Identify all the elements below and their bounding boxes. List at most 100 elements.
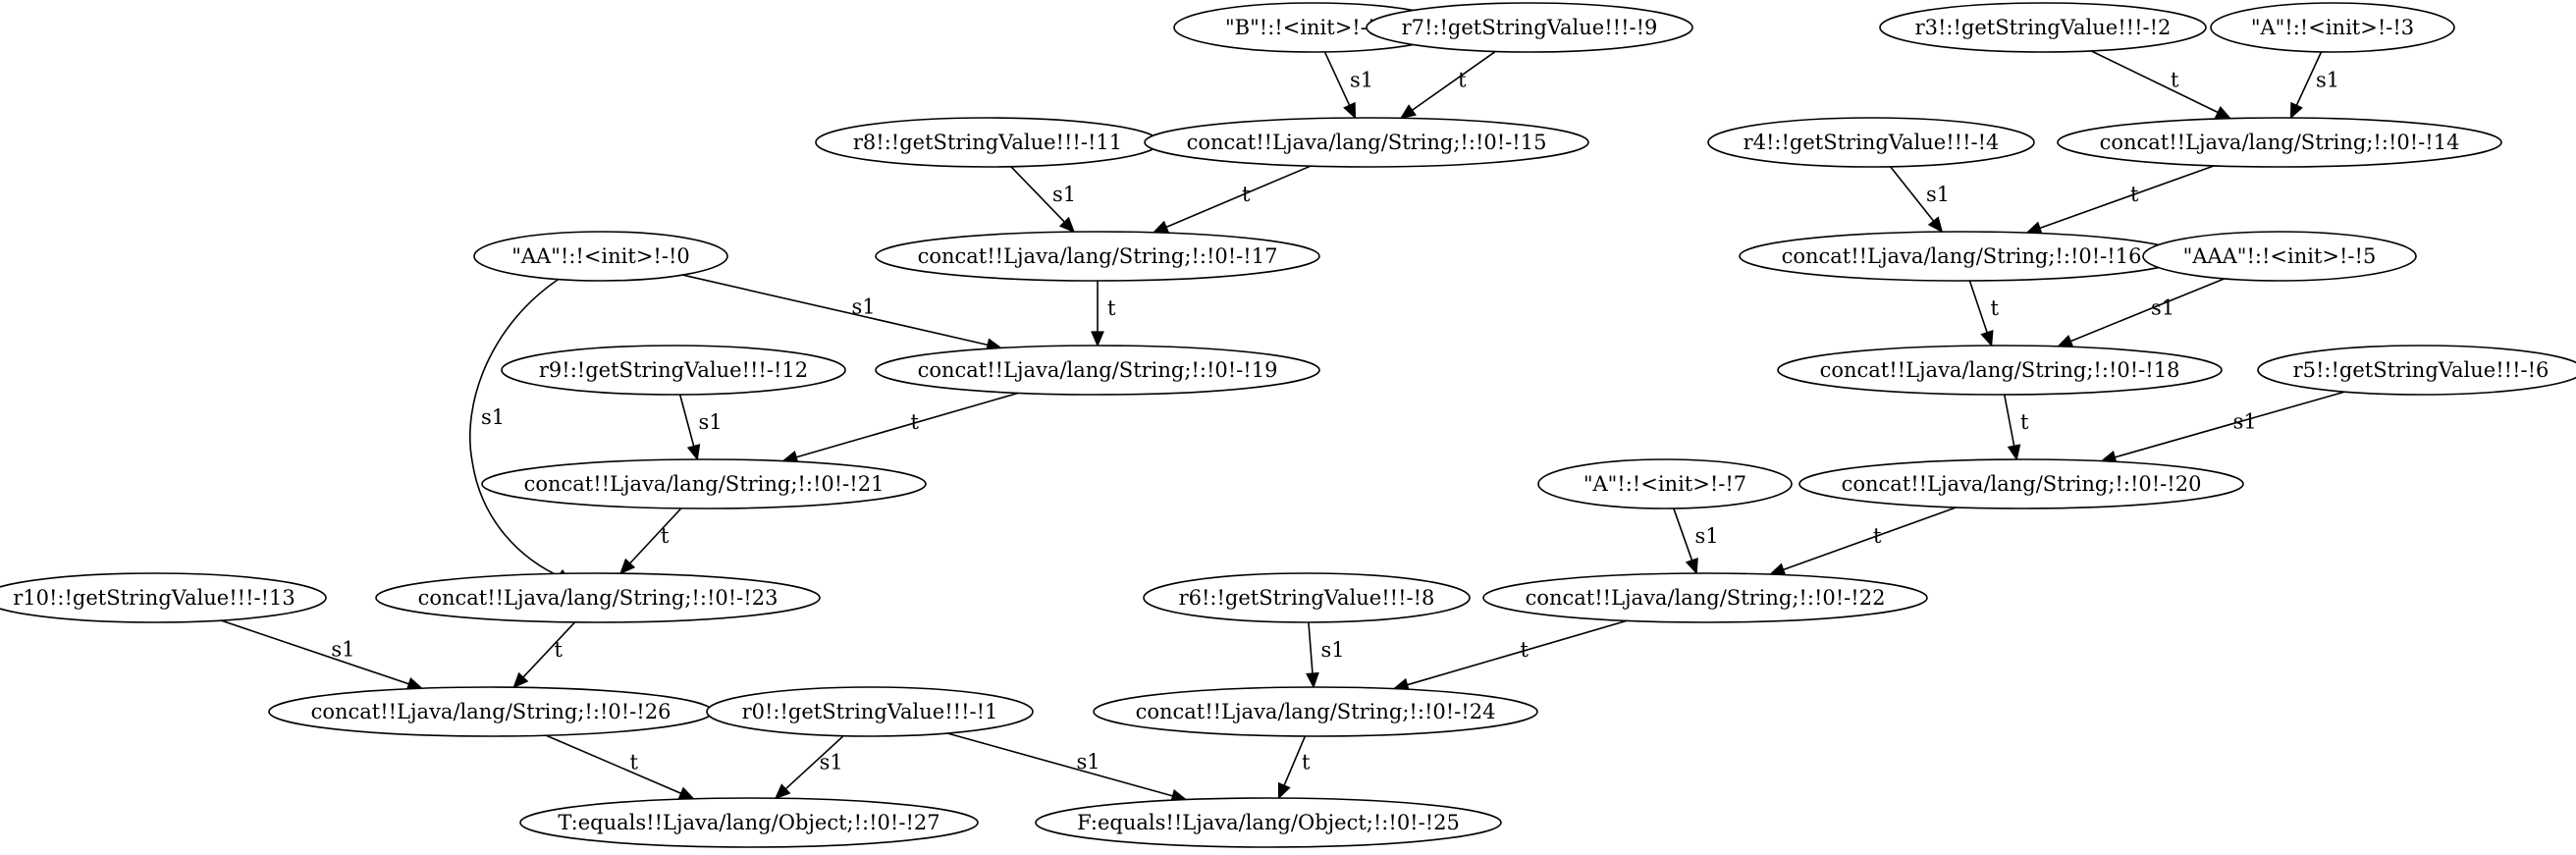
edge-n21-n23: t [619, 508, 682, 575]
node-ellipse [473, 231, 728, 282]
node-label: r3!:!getStringValue!!!-!2 [1915, 16, 2172, 39]
node-ellipse [1707, 117, 2035, 168]
node-ellipse [1093, 686, 1538, 737]
node-label: concat!!Ljava/lang/String;!:!0!-!19 [918, 358, 1278, 382]
arrow-head [686, 444, 701, 461]
node-n24: concat!!Ljava/lang/String;!:!0!-!24 [1093, 686, 1538, 737]
edge-line [682, 274, 989, 347]
edge-label: t [1242, 183, 1251, 206]
arrow-head [1058, 216, 1076, 234]
node-n3: "A"!:!<init>!-!3 [2210, 2, 2455, 53]
node-ellipse [0, 572, 327, 623]
edge-line [2039, 165, 2215, 230]
edge-n5-n18: s1 [2056, 278, 2226, 347]
edge-line [1010, 166, 1065, 223]
edge-label: s1 [1350, 68, 1373, 91]
edge-n12-n21: s1 [678, 394, 723, 461]
edge-n0-n23: s1 [468, 277, 572, 584]
node-label: r9!:!getStringValue!!!-!12 [539, 358, 808, 382]
edge-n0-n19: s1 [682, 274, 1003, 351]
node-ellipse [1035, 797, 1502, 848]
node-ellipse [1143, 572, 1471, 623]
arrow-head [619, 558, 636, 575]
edge-line [2069, 278, 2226, 343]
edge-label: s1 [1052, 183, 1076, 206]
edge-line [2003, 394, 2015, 447]
node-ellipse [1366, 2, 1693, 53]
edge-n22-n24: t [1392, 619, 1628, 692]
node-label: concat!!Ljava/lang/String;!:!0!-!26 [311, 700, 671, 723]
edge-n10-n15: s1 [1323, 51, 1373, 120]
edge-line [2090, 50, 2219, 114]
edge-n1-n27: s1 [774, 735, 844, 800]
edge-n26-n27: t [546, 734, 695, 800]
node-ellipse [519, 797, 979, 848]
node-ellipse [1777, 345, 2223, 396]
node-n22: concat!!Ljava/lang/String;!:!0!-!22 [1482, 572, 1928, 623]
edge-n6-n20: s1 [2100, 391, 2345, 464]
node-label: "AA"!:!<init>!-!0 [511, 244, 690, 268]
edge-line [220, 619, 409, 685]
edge-line [678, 394, 695, 447]
edge-label: s1 [1694, 524, 1718, 548]
edge-label: t [1107, 296, 1116, 320]
edge-label: s1 [2151, 295, 2174, 319]
node-n11: r8!:!getStringValue!!!-!11 [815, 117, 1160, 168]
arrow-head [2289, 101, 2303, 120]
arrow-head [1277, 781, 1291, 800]
node-n7: "A"!:!<init>!-!7 [1537, 458, 1793, 509]
node-ellipse [501, 345, 846, 396]
arrow-head [512, 671, 529, 689]
node-label: concat!!Ljava/lang/String;!:!0!-!21 [524, 472, 885, 496]
node-n5: "AAA"!:!<init>!-!5 [2142, 231, 2417, 282]
node-label: r8!:!getStringValue!!!-!11 [853, 131, 1122, 154]
arrow-head [2214, 106, 2232, 120]
edge-n9-n15: t [1399, 50, 1496, 120]
edge-n4-n16: s1 [1890, 166, 1950, 234]
node-n16: concat!!Ljava/lang/String;!:!0!-!16 [1739, 231, 2184, 282]
edge-n16-n18: t [1968, 280, 2000, 347]
node-ellipse [2142, 231, 2417, 282]
edge-line [2115, 391, 2345, 458]
arrow-head [1927, 216, 1944, 234]
node-n25: F:equals!!Ljava/lang/Object;!:!0!-!25 [1035, 797, 1502, 848]
edge-line [1165, 165, 1312, 229]
arrow-head [1685, 557, 1698, 575]
edge-label: t [1521, 638, 1530, 662]
arrow-head [1306, 671, 1319, 689]
arrow-head [1152, 220, 1170, 234]
node-n27: T:equals!!Ljava/lang/Object;!:!0!-!27 [519, 797, 979, 848]
node-label: concat!!Ljava/lang/String;!:!0!-!24 [1136, 700, 1496, 723]
edge-line [1283, 735, 1307, 786]
edge-label: t [1302, 750, 1311, 774]
node-label: "A"!:!<init>!-!3 [2251, 16, 2414, 39]
node-n8: r6!:!getStringValue!!!-!8 [1143, 572, 1471, 623]
arrow-head [2056, 334, 2074, 347]
arrow-head [1343, 101, 1357, 120]
edge-line [1412, 50, 1496, 111]
edge-n19-n21: t [781, 392, 1019, 464]
node-n18: concat!!Ljava/lang/String;!:!0!-!18 [1777, 345, 2223, 396]
edge-n14-n16: t [2025, 165, 2215, 235]
edge-line [1968, 280, 1988, 334]
edge-line [795, 392, 1019, 458]
node-label: T:equals!!Ljava/lang/Object;!:!0!-!27 [558, 811, 939, 834]
node-label: concat!!Ljava/lang/String;!:!0!-!22 [1526, 586, 1886, 610]
node-ellipse [2210, 2, 2455, 53]
edge-n13-n26: s1 [220, 619, 424, 691]
edge-label: s1 [852, 294, 876, 318]
edge-label: t [1458, 68, 1467, 91]
edge-line [629, 508, 682, 564]
node-label: concat!!Ljava/lang/String;!:!0!-!15 [1187, 131, 1547, 154]
arrow-head [2007, 444, 2021, 461]
edge-label: s1 [2316, 68, 2339, 91]
node-label: "AAA"!:!<init>!-!5 [2183, 244, 2377, 268]
node-n14: concat!!Ljava/lang/String;!:!0!-!14 [2057, 117, 2502, 168]
node-ellipse [1144, 117, 1589, 168]
edge-n1-n25: s1 [946, 732, 1188, 803]
edge-label: s1 [1077, 750, 1100, 774]
edge-label: t [661, 524, 670, 548]
edge-label: s1 [331, 638, 354, 662]
edge-line [784, 735, 844, 790]
node-label: F:equals!!Ljava/lang/Object;!:!0!-!25 [1077, 811, 1460, 834]
